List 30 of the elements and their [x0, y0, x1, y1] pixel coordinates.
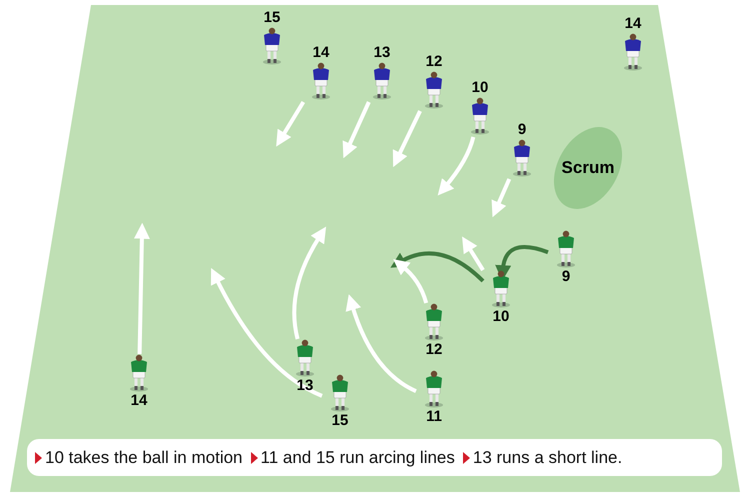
player-number: 15: [332, 412, 348, 430]
run-arrow: [393, 258, 428, 304]
caption-text: 10 takes the ball in motion: [45, 446, 243, 469]
player-number: 13: [374, 44, 390, 62]
player-number: 15: [264, 9, 280, 27]
player-number: 14: [130, 392, 148, 410]
run-arrow: [276, 100, 306, 147]
run-arrow: [390, 251, 484, 282]
player-number: 10: [492, 308, 510, 326]
player-number: 10: [472, 79, 488, 97]
scrum-label: Scrum: [562, 157, 614, 180]
run-arrow: [210, 268, 323, 398]
player-number: 13: [296, 377, 314, 395]
player-number: 12: [426, 341, 442, 359]
player-number: 14: [624, 15, 642, 33]
player-number: 12: [426, 53, 442, 71]
caption-text: 13 runs a short line.: [472, 446, 622, 469]
run-arrow: [292, 226, 326, 340]
player-number: 14: [312, 44, 330, 62]
run-arrow: [346, 294, 417, 393]
player-number: 9: [518, 121, 526, 139]
caption-text: 11 and 15 run arcing lines: [260, 446, 455, 469]
run-arrow: [134, 222, 150, 354]
run-arrow: [492, 178, 512, 218]
run-arrow: [392, 110, 422, 168]
run-arrow: [438, 136, 476, 196]
run-arrow: [462, 236, 485, 272]
player-number: 9: [562, 268, 570, 286]
player-number: 11: [426, 408, 442, 426]
run-arrow: [342, 101, 371, 158]
